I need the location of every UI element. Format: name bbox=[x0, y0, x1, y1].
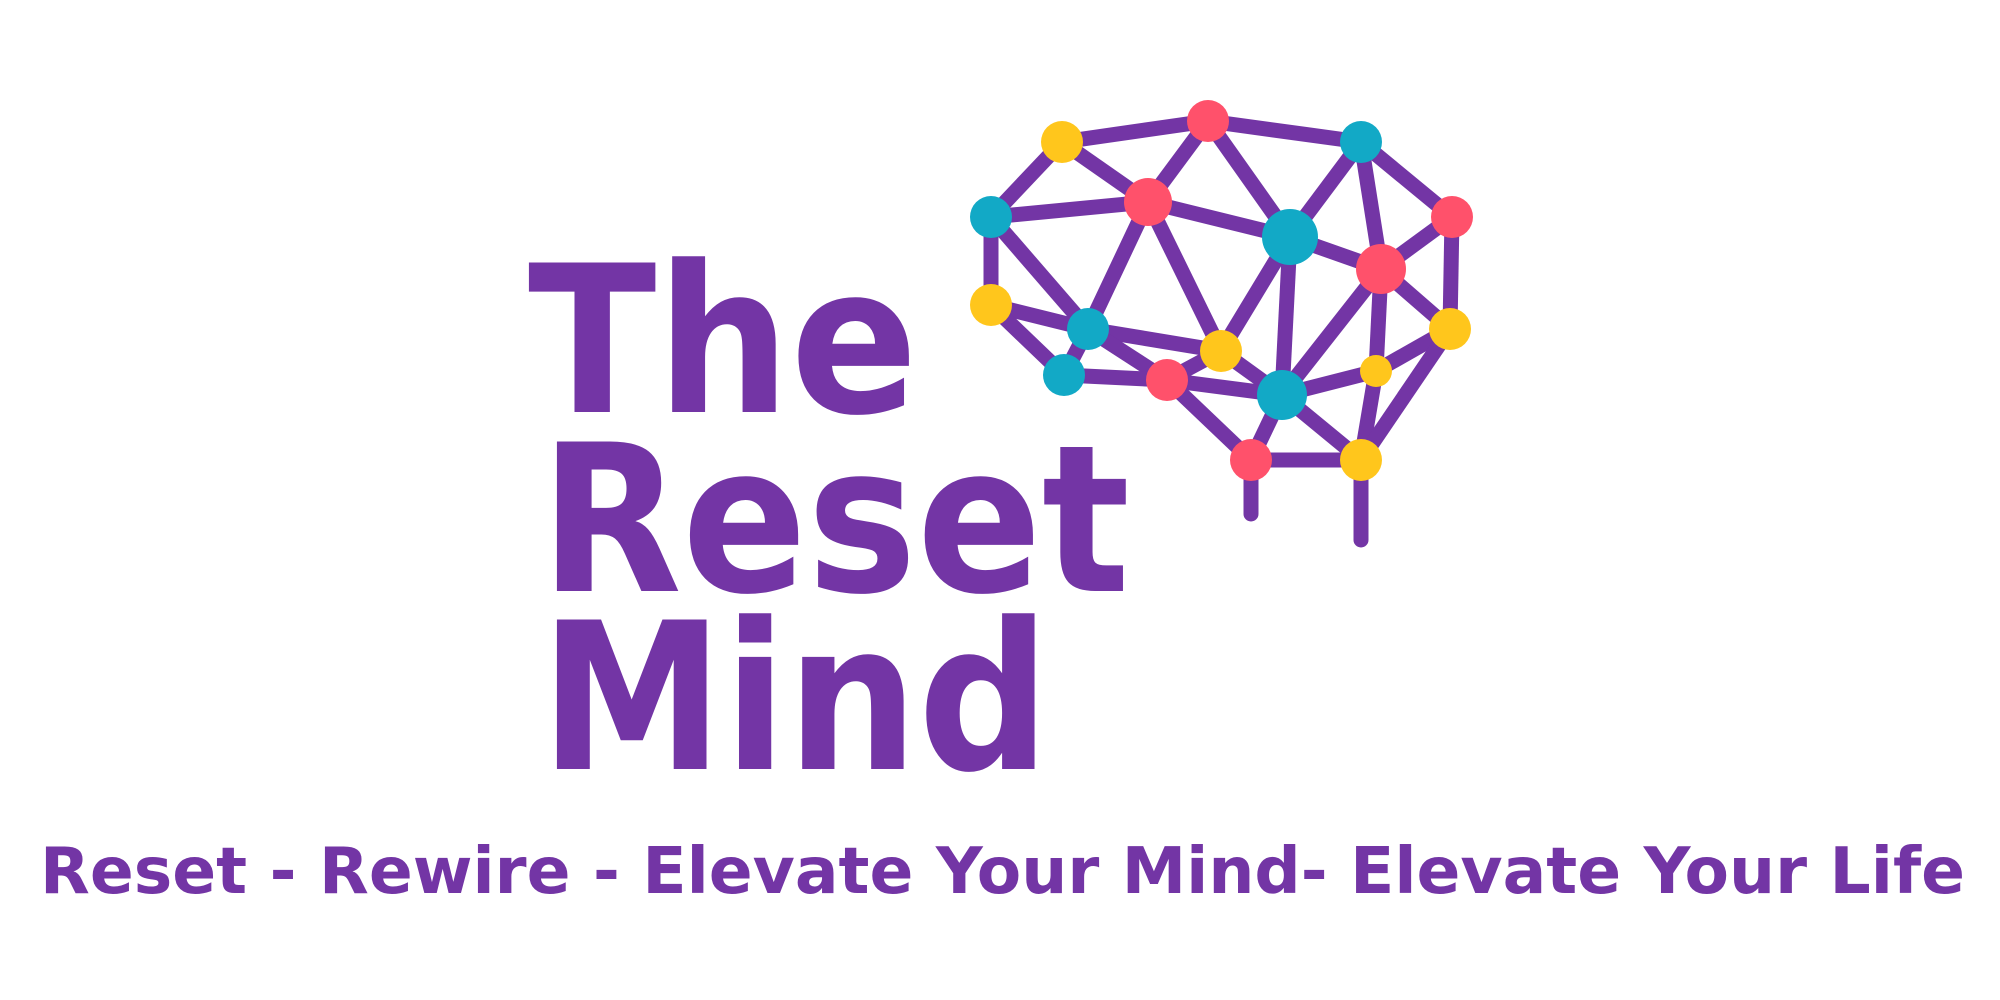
title-line-mind: Mind bbox=[540, 580, 1050, 818]
network-node-yellow bbox=[1429, 308, 1471, 350]
title-line-reset: Reset bbox=[540, 402, 1130, 640]
tagline: Reset - Rewire - Elevate Your Mind- Elev… bbox=[40, 835, 1965, 909]
network-node-yellow bbox=[970, 284, 1012, 326]
network-node-pink bbox=[1431, 196, 1473, 238]
network-node-teal bbox=[1067, 308, 1109, 350]
network-node-teal bbox=[1340, 121, 1382, 163]
network-node-yellow bbox=[1360, 355, 1392, 387]
network-node-teal bbox=[970, 196, 1012, 238]
network-node-teal bbox=[1262, 209, 1318, 265]
network-node-teal bbox=[1257, 370, 1307, 420]
network-edge bbox=[1276, 264, 1387, 400]
network-node-pink bbox=[1124, 178, 1172, 226]
network-node-yellow bbox=[1340, 439, 1382, 481]
network-edge bbox=[1060, 113, 1210, 150]
network-node-yellow bbox=[1200, 330, 1242, 372]
network-edge bbox=[1354, 324, 1457, 465]
network-node-pink bbox=[1230, 439, 1272, 481]
brain-network-icon bbox=[970, 100, 1473, 548]
network-nodes bbox=[970, 100, 1473, 481]
network-node-pink bbox=[1187, 100, 1229, 142]
network-node-pink bbox=[1146, 359, 1188, 401]
network-edge bbox=[1086, 321, 1223, 359]
network-node-yellow bbox=[1041, 121, 1083, 163]
network-edge bbox=[985, 212, 1094, 334]
network-node-teal bbox=[1043, 354, 1085, 396]
network-node-pink bbox=[1356, 244, 1406, 294]
title-line-the: The bbox=[528, 223, 918, 461]
network-edge bbox=[1206, 113, 1363, 150]
network-edge bbox=[1141, 198, 1228, 355]
network-edge bbox=[990, 194, 1149, 225]
